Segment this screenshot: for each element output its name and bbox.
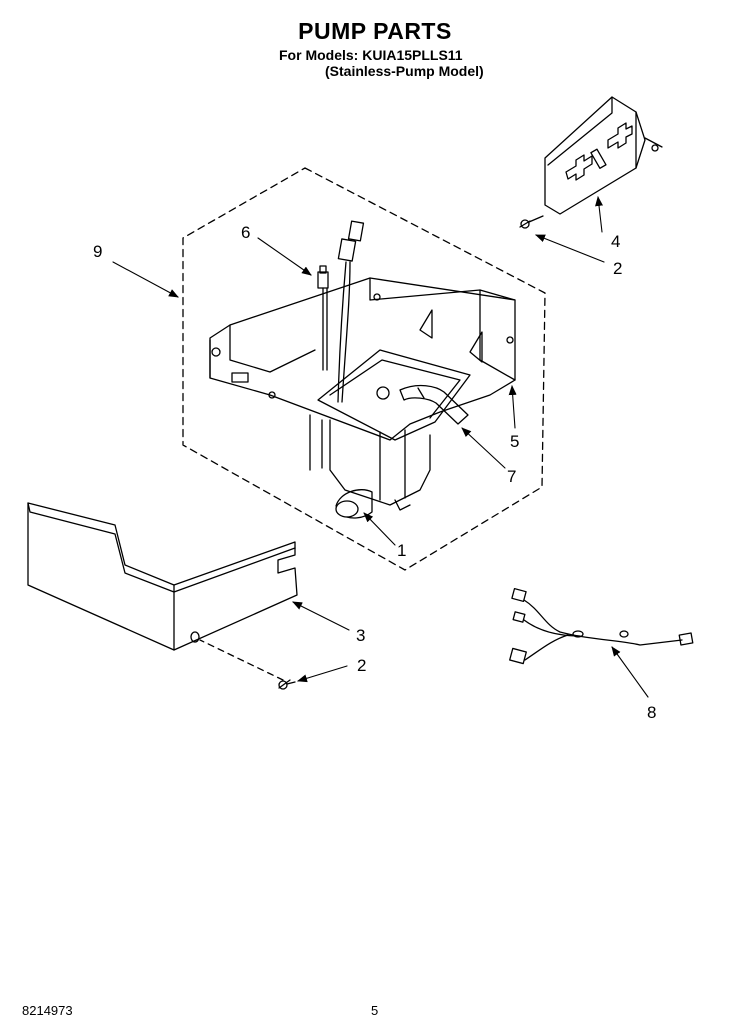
callout-4: 4 [611,232,620,251]
callout-6: 6 [241,223,250,242]
callout-1: 1 [397,541,406,560]
leader-3 [292,601,350,631]
models-line: For Models: KUIA15PLLS11 [279,47,463,63]
cover-panel [27,502,298,651]
callout-9: 9 [93,242,102,261]
leader-2-lower [297,665,348,683]
screw-lower [278,679,296,690]
pump-body [309,414,431,519]
page-number: 5 [371,1003,379,1018]
leader-8 [611,646,649,698]
wire-harness [509,587,694,665]
mounting-bracket [544,96,663,215]
page-title: PUMP PARTS [298,18,452,44]
document-number: 8214973 [22,1003,73,1018]
callout-3: 3 [356,626,365,645]
callout-2-lower: 2 [357,656,366,675]
leader-6 [257,237,312,276]
leader-2-upper [535,234,605,263]
leader-1 [363,512,396,546]
pump-tray [209,277,516,441]
screw-upper [519,215,544,229]
pump-wire-connector [317,220,365,403]
callout-7: 7 [507,467,516,486]
leader-4 [595,196,603,233]
callout-8: 8 [647,703,656,722]
leader-7 [461,427,506,469]
leader-5 [508,385,517,429]
screw-alignment-line [199,639,284,681]
leader-9 [112,261,179,298]
callout-2-upper: 2 [613,259,622,278]
pump-assembly-outline [182,167,546,571]
variant-line: (Stainless-Pump Model) [325,63,484,79]
callout-5: 5 [510,432,519,451]
pump-strap [399,384,469,425]
